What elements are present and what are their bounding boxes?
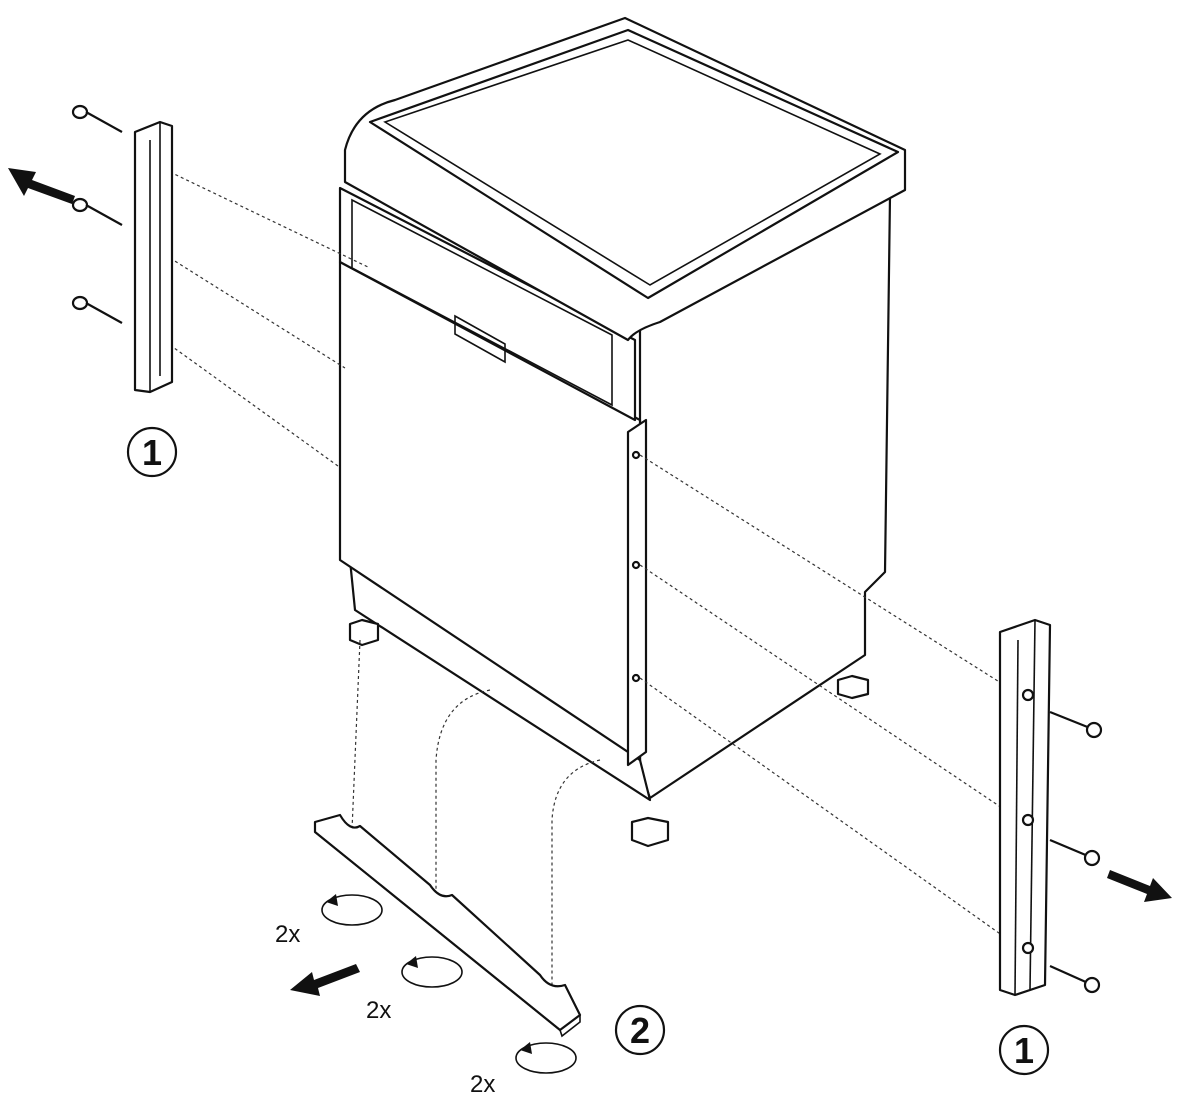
foot-front-left [348, 618, 380, 647]
door-edge [626, 418, 648, 767]
foot-back-right [836, 674, 870, 700]
callout-circle [126, 426, 178, 478]
foot-front-right [630, 816, 670, 848]
quantity-label: 2x [366, 997, 391, 1024]
callout-label: 2 [630, 1010, 650, 1051]
screw-icon [71, 197, 123, 226]
rotate-icon [401, 956, 463, 988]
arrow-down-left-icon [290, 964, 360, 996]
screw-icon [1049, 838, 1101, 867]
callout-circle [998, 1024, 1050, 1076]
side-strip-left: 1 [8, 104, 178, 478]
assembly-guide-lines [169, 171, 1021, 985]
rotate-icon [515, 1042, 577, 1074]
worktop-inner-edge [383, 39, 882, 286]
right-strip-body [998, 618, 1052, 997]
arrow-left-icon [8, 168, 75, 204]
quantity-label: 2x [275, 921, 300, 948]
screw-icon [1049, 964, 1101, 994]
dishwasher-body [338, 16, 907, 848]
screw-icon [1049, 710, 1103, 739]
callout-label: 1 [1014, 1030, 1034, 1071]
screw-icon [71, 295, 123, 324]
screw-icon [71, 104, 123, 133]
control-button [454, 314, 506, 364]
arrow-right-icon [1107, 870, 1172, 902]
door-hole-middle [631, 560, 641, 570]
quantity-label: 2x [470, 1071, 495, 1098]
worktop-surface [368, 28, 900, 300]
door-hole-bottom [631, 673, 641, 683]
base-rail: 2x 2x 2x 2 [275, 813, 666, 1098]
callout-label: 1 [142, 432, 162, 473]
callout-circle [614, 1004, 666, 1056]
side-strip-right: 1 [998, 618, 1172, 1076]
rotate-icon [321, 894, 383, 926]
strip-hole [1021, 688, 1035, 702]
strip-hole [1021, 813, 1035, 827]
strip-hole [1021, 941, 1035, 955]
rail-body [313, 813, 582, 1032]
door-hole-top [631, 450, 641, 460]
control-panel-recess [351, 198, 613, 407]
left-strip-body [133, 120, 174, 394]
